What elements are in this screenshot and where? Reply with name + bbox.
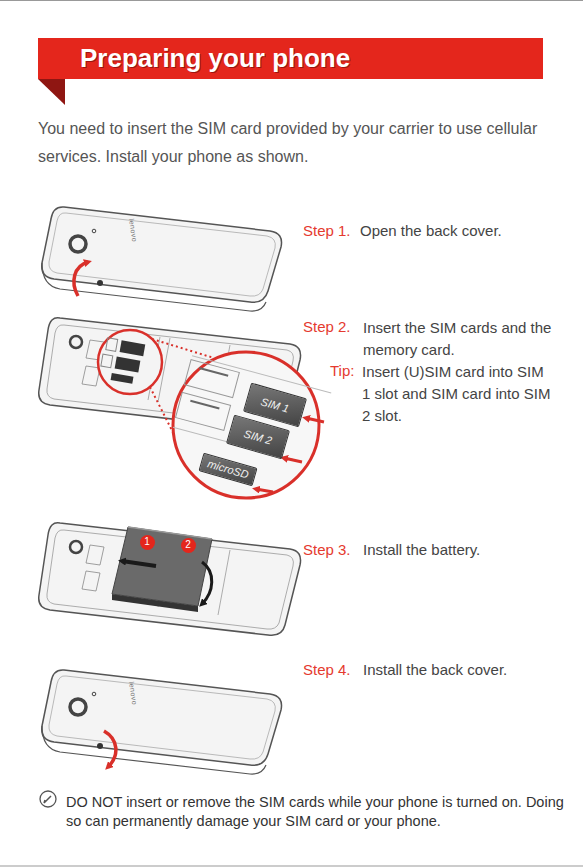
page-rule bbox=[0, 0, 583, 1]
step-text: Insert the SIM cards and the memory card… bbox=[363, 317, 553, 361]
step-text: Install the battery. bbox=[363, 540, 480, 560]
tip-label: Tip: bbox=[330, 361, 354, 381]
open-arrow bbox=[74, 262, 88, 296]
title-band bbox=[38, 38, 543, 79]
insert-arrow bbox=[306, 418, 324, 422]
phone-closed bbox=[42, 207, 282, 311]
card-label: microSD bbox=[206, 458, 250, 480]
step-number: Step 3. bbox=[303, 540, 351, 560]
warning-note: DO NOT insert or remove the SIM cards wh… bbox=[66, 793, 574, 831]
callout-number: 2 bbox=[181, 538, 196, 553]
battery-arrow bbox=[122, 561, 156, 566]
brand-logo: lenovo bbox=[127, 681, 139, 706]
brand-logo: lenovo bbox=[127, 218, 139, 243]
insert-arrow bbox=[284, 458, 302, 462]
callout-text: 2 bbox=[185, 540, 191, 550]
zoom-trays bbox=[173, 356, 331, 465]
step-number: Step 2. bbox=[303, 317, 351, 337]
step-text: Install the back cover. bbox=[363, 660, 507, 680]
close-arrow bbox=[104, 731, 116, 767]
card-label: SIM 1 bbox=[260, 396, 291, 414]
phone-open bbox=[39, 523, 301, 636]
insert-arrow bbox=[256, 489, 273, 492]
page-title: Preparing your phone bbox=[80, 43, 350, 73]
step-number: Step 1. bbox=[303, 221, 351, 241]
battery-arrow bbox=[202, 562, 212, 604]
zoom-circle bbox=[173, 352, 319, 498]
card-slots bbox=[99, 337, 146, 384]
page-rule bbox=[0, 866, 583, 867]
intro-text: You need to insert the SIM card provided… bbox=[38, 115, 558, 171]
callout-text: 1 bbox=[144, 537, 150, 547]
step-text: Open the back cover. bbox=[360, 221, 502, 241]
callout-number: 1 bbox=[140, 535, 155, 550]
battery bbox=[112, 527, 212, 606]
note-icon bbox=[44, 796, 51, 803]
step-number: Step 4. bbox=[303, 660, 351, 680]
band-fold bbox=[38, 79, 65, 105]
phone-closed bbox=[42, 670, 282, 774]
card-label: SIM 2 bbox=[243, 428, 274, 446]
memory-card: microSD bbox=[198, 452, 257, 486]
note-icon bbox=[40, 791, 56, 807]
tip-text: Insert (U)SIM card into SIM 1 slot and S… bbox=[362, 361, 552, 427]
